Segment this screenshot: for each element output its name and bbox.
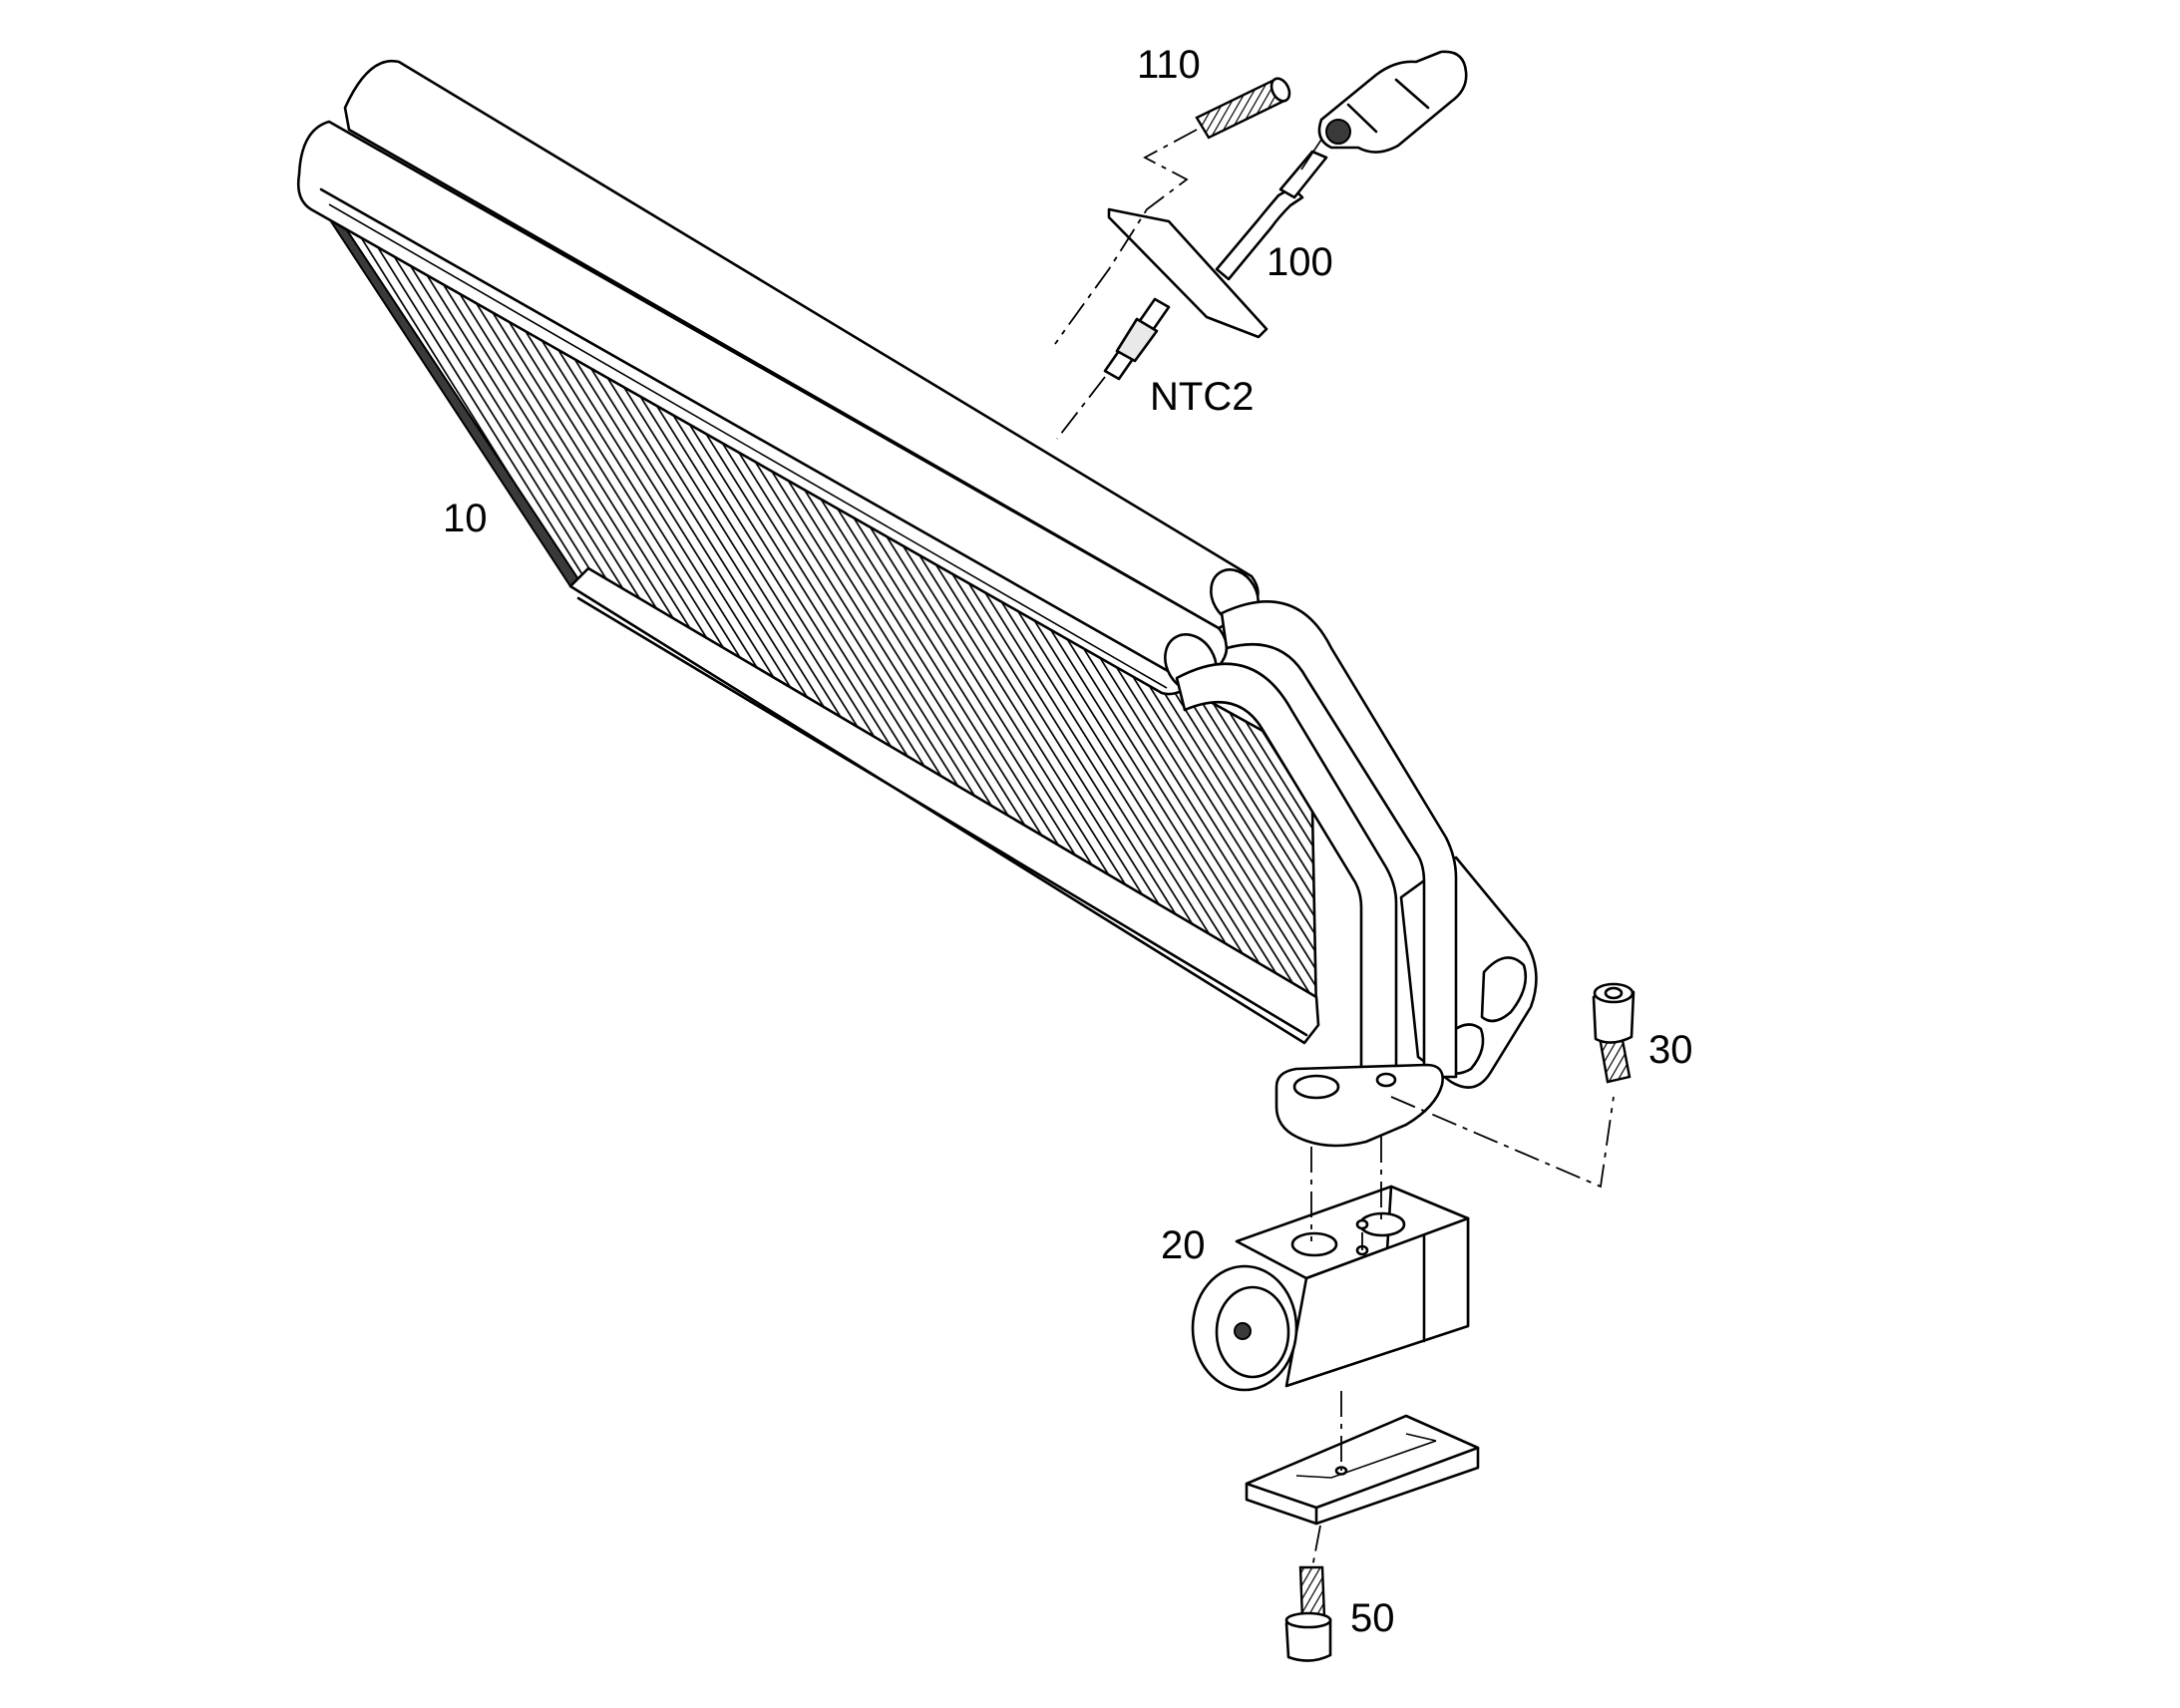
label-100: 100	[1267, 240, 1333, 284]
part-50-bolt	[1284, 1565, 1332, 1662]
part-110-screw	[1195, 77, 1291, 140]
bottom-rail	[568, 566, 1320, 1045]
part-100-temperature-sensor	[1103, 50, 1468, 381]
part-30-bolt	[1592, 982, 1635, 1084]
refrigerant-pipes	[1175, 600, 1538, 1148]
label-20: 20	[1161, 1223, 1206, 1267]
sensor-connector	[1317, 50, 1468, 154]
label-10: 10	[443, 497, 488, 540]
label-30: 30	[1648, 1028, 1693, 1072]
sensor-mounting-plate	[1107, 207, 1269, 339]
heat-exchanger-core	[296, 59, 1320, 1045]
slotted-bracket	[1245, 1414, 1480, 1526]
part-20-expansion-valve	[1191, 1185, 1470, 1392]
pipe-flange	[1274, 1063, 1444, 1148]
assembly-lines	[1054, 129, 1615, 1568]
label-50: 50	[1350, 1596, 1395, 1640]
label-110: 110	[1137, 43, 1201, 87]
label-ntc2: NTC2	[1150, 375, 1254, 419]
